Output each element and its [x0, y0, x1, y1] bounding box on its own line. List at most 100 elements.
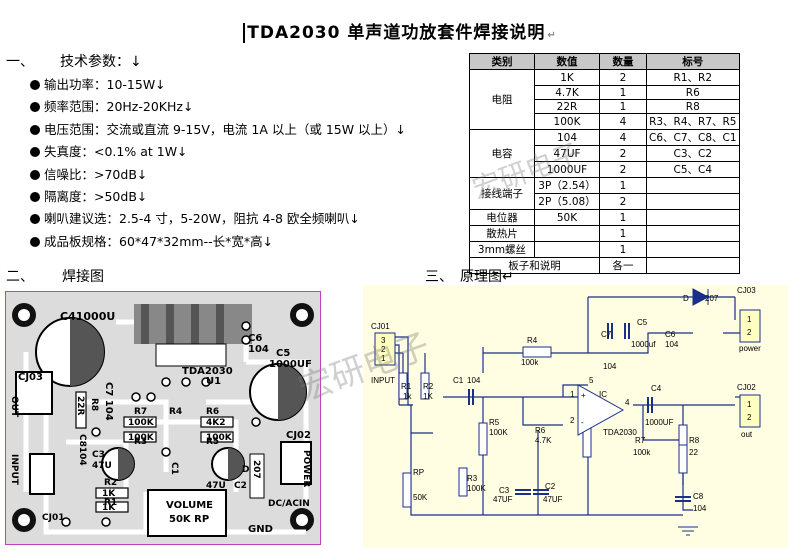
bom-header: 数值: [534, 53, 600, 70]
diode-icon: [692, 288, 710, 306]
sch-label: 5: [589, 376, 594, 385]
pcb-label: C8104: [77, 434, 87, 466]
cj01-connector-icon: [29, 453, 55, 495]
section-3-label: 原理图↵: [460, 269, 514, 285]
sch-label: 4.7K: [535, 436, 552, 445]
sch-label: 47UF: [543, 495, 563, 504]
sch-label: 2: [747, 328, 752, 337]
table-row: 板子和说明 各一: [469, 257, 740, 274]
pcb-label: 47U: [92, 461, 112, 471]
pcb-label: GND: [248, 524, 273, 535]
sch-label: 2: [747, 413, 752, 422]
pcb-label: C3: [92, 450, 105, 460]
volume-pot-icon: [147, 489, 227, 537]
sch-label: 4: [625, 398, 630, 407]
spec-text: 频率范围：20Hz-20KHz↓: [44, 99, 194, 115]
sch-label: C3: [499, 486, 510, 495]
sch-label: 47UF: [493, 495, 513, 504]
table-row: 1000UF 2 C5、C4: [470, 161, 740, 178]
bullet-icon: [30, 80, 40, 90]
section-2-label: 焊接图: [62, 269, 104, 285]
bom-ref: C5、C4: [646, 161, 740, 178]
sch-label: INPUT: [371, 376, 395, 385]
sch-label: out: [741, 430, 753, 439]
sch-label: 207: [705, 294, 719, 303]
sch-label: 104: [467, 376, 481, 385]
pcb-label: 47U: [206, 481, 226, 491]
bom-ref: [646, 193, 740, 210]
bom-qty: 1: [599, 99, 647, 114]
sch-label: 50K: [413, 493, 428, 502]
bom-value: 1K: [534, 69, 600, 86]
cj02-connector-icon: [739, 394, 761, 428]
spec-text: 电压范围：交流或直流 9-15V，电流 1A 以上（或 15W 以上）↓: [44, 121, 407, 137]
sch-label: R7: [635, 436, 646, 445]
pcb-label: CJ03: [18, 372, 43, 383]
pcb-label: R3: [134, 437, 147, 447]
pcb-label: CJ02: [286, 430, 311, 441]
pcb-label: 22R: [75, 396, 85, 416]
bom-header: 数量: [599, 53, 647, 70]
section-1-label: 技术参数：↓: [60, 54, 142, 70]
pcb-label: 1K: [102, 503, 116, 513]
table-row: 22R 1 R8: [470, 99, 740, 114]
sch-label: 1: [747, 400, 752, 409]
sch-label: D: [683, 294, 689, 303]
sch-label: -: [581, 418, 584, 427]
sch-label: 1K: [423, 392, 433, 401]
sch-label: R3: [467, 474, 478, 483]
bom-qty: 2: [599, 161, 647, 178]
bom-qty: 2: [599, 69, 647, 86]
sch-label: C6: [665, 330, 676, 339]
resistor-icon: [75, 391, 234, 513]
pcb-label: 100K: [128, 433, 155, 443]
diode-icon: [249, 453, 265, 499]
sch-label: 2: [570, 416, 575, 425]
bom-ref: C3、C2: [646, 145, 740, 162]
pcb-label: 207: [251, 460, 261, 479]
pcb-label: OUT: [9, 396, 19, 418]
table-row: 3mm螺丝 1: [469, 241, 740, 258]
sch-label: C1: [453, 376, 464, 385]
pcb-label: R7: [134, 407, 147, 417]
pcb-label: D: [242, 465, 249, 475]
pcb-label: C7 104: [103, 382, 114, 421]
table-row: 电位器 50K 1: [469, 209, 740, 226]
bom-qty: 2: [599, 193, 647, 210]
sch-label: 1: [570, 390, 575, 399]
pcb-label: INPUT: [9, 454, 19, 486]
bom-category: 散热片: [469, 225, 535, 242]
bom-category: 3mm螺丝: [469, 241, 535, 258]
sch-label: 100K: [467, 484, 486, 493]
sch-label: 1: [747, 315, 752, 324]
bom-qty: 1: [599, 209, 647, 226]
sch-label: C7: [601, 330, 612, 339]
bom-category: 电容: [469, 129, 535, 178]
pcb-label: C6: [248, 333, 262, 344]
page-title: TDA2030 单声道功放套件焊接说明↵: [0, 18, 800, 43]
title-text: TDA2030 单声道功放套件焊接说明: [243, 23, 546, 43]
sch-label: 100K: [489, 428, 508, 437]
mounting-hole-icon: [12, 303, 314, 532]
bom-ref: R8: [646, 99, 740, 114]
spec-text: 失真度：<0.1% at 1W↓: [44, 144, 188, 160]
sch-label: power: [739, 344, 761, 353]
pcb-label: 1K: [102, 489, 116, 499]
sch-label: C5: [637, 318, 648, 327]
bom-value: 22R: [534, 99, 600, 114]
bom-qty: 4: [599, 129, 647, 146]
bullet-icon: [30, 236, 40, 247]
bom-qty: 1: [599, 225, 647, 242]
sch-label: R8: [689, 436, 700, 445]
spec-item: 频率范围：20Hz-20KHz↓: [30, 96, 406, 118]
bom-ref: [646, 177, 740, 194]
bom-ref: [646, 241, 740, 258]
spec-item: 失真度：<0.1% at 1W↓: [30, 141, 406, 163]
table-row: 电容 104 4 C6、C7、C8、C1: [469, 129, 740, 178]
sch-label: TDA2030: [603, 428, 637, 437]
bom-header: 类别: [469, 53, 535, 70]
sch-label: R4: [527, 336, 538, 345]
bom-qty: 1: [599, 241, 647, 258]
bullet-icon: [30, 214, 40, 225]
pcb-label: POWER: [301, 450, 311, 487]
